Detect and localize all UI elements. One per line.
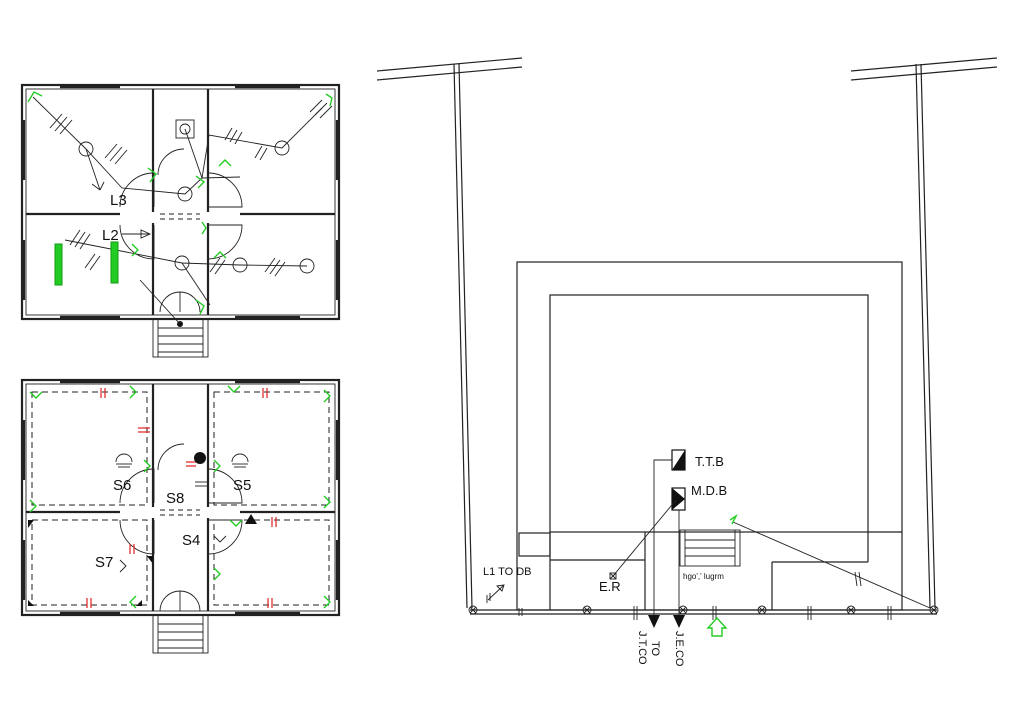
switch-icon bbox=[218, 159, 232, 167]
steps-note-label: hgo',' lugrm bbox=[683, 572, 724, 581]
switch-icon bbox=[325, 93, 333, 107]
socket-label-s8: S8 bbox=[166, 490, 184, 507]
switch-icon bbox=[29, 391, 43, 399]
l1-to-db-label: L1 TO DB bbox=[483, 566, 532, 578]
distribution-board-icon bbox=[175, 119, 195, 139]
socket-label-s6: S6 bbox=[113, 477, 131, 494]
switch-icon bbox=[131, 243, 139, 257]
switch-icon bbox=[323, 595, 331, 609]
lamp-icon bbox=[582, 605, 592, 615]
lamp-icon bbox=[846, 605, 856, 615]
switch-icon bbox=[229, 519, 243, 527]
tube-light-icon bbox=[110, 241, 119, 284]
switch-icon bbox=[195, 175, 206, 189]
socket-plan: S6 S5 S8 S4 S7 bbox=[20, 378, 341, 654]
down-arrow-icon bbox=[648, 615, 660, 628]
light-point-icon bbox=[177, 186, 193, 202]
ttb-label: T.T.B bbox=[695, 454, 724, 469]
building-inner-outline bbox=[549, 294, 869, 533]
lamp-icon bbox=[678, 605, 688, 615]
switch-icon bbox=[29, 499, 37, 513]
tube-light-icon bbox=[54, 243, 63, 286]
light-point-icon bbox=[274, 140, 290, 156]
socket-label-s4: S4 bbox=[182, 532, 200, 549]
switch-icon bbox=[213, 459, 221, 473]
jeco-label: J.E.CO bbox=[673, 631, 685, 667]
er-label: E.R bbox=[599, 579, 621, 594]
site-plan: T.T.B M.D.B E.R L1 TO DB hgo',' lugrm TO… bbox=[376, 57, 998, 667]
socket-label-s7: S7 bbox=[95, 554, 113, 571]
down-arrow-icon bbox=[673, 615, 685, 628]
lamp-icon bbox=[757, 605, 767, 615]
socket-point-icon bbox=[194, 452, 206, 464]
switch-icon bbox=[323, 389, 331, 403]
circuit-label-l3: L3 bbox=[110, 192, 127, 209]
lighting-plan: L3 L2 bbox=[20, 83, 341, 358]
circuit-label-l2: L2 bbox=[102, 227, 119, 244]
switch-icon bbox=[227, 385, 241, 393]
mdb-label: M.D.B bbox=[691, 483, 727, 498]
switch-icon bbox=[213, 251, 227, 259]
entrance-arrow-icon bbox=[706, 616, 728, 637]
switch-icon bbox=[129, 385, 137, 399]
switch-icon bbox=[143, 459, 151, 473]
switch-icon bbox=[323, 495, 331, 509]
triangle-marker-icon bbox=[245, 514, 257, 524]
lamp-icon bbox=[929, 605, 939, 615]
lamp-icon bbox=[468, 605, 478, 615]
switch-icon bbox=[213, 567, 221, 581]
light-point-icon bbox=[78, 141, 94, 157]
switch-icon bbox=[129, 595, 137, 609]
building-outline bbox=[516, 261, 903, 611]
switch-icon bbox=[27, 91, 43, 103]
to-label: TO bbox=[649, 641, 661, 657]
jtco-label: J.T.CO bbox=[636, 631, 648, 665]
earth-rod-icon bbox=[609, 572, 617, 580]
meter-box bbox=[518, 532, 551, 557]
switch-icon bbox=[195, 299, 205, 315]
socket-label-s5: S5 bbox=[233, 477, 251, 494]
switch-icon bbox=[147, 167, 157, 183]
switch-icon bbox=[201, 221, 207, 235]
